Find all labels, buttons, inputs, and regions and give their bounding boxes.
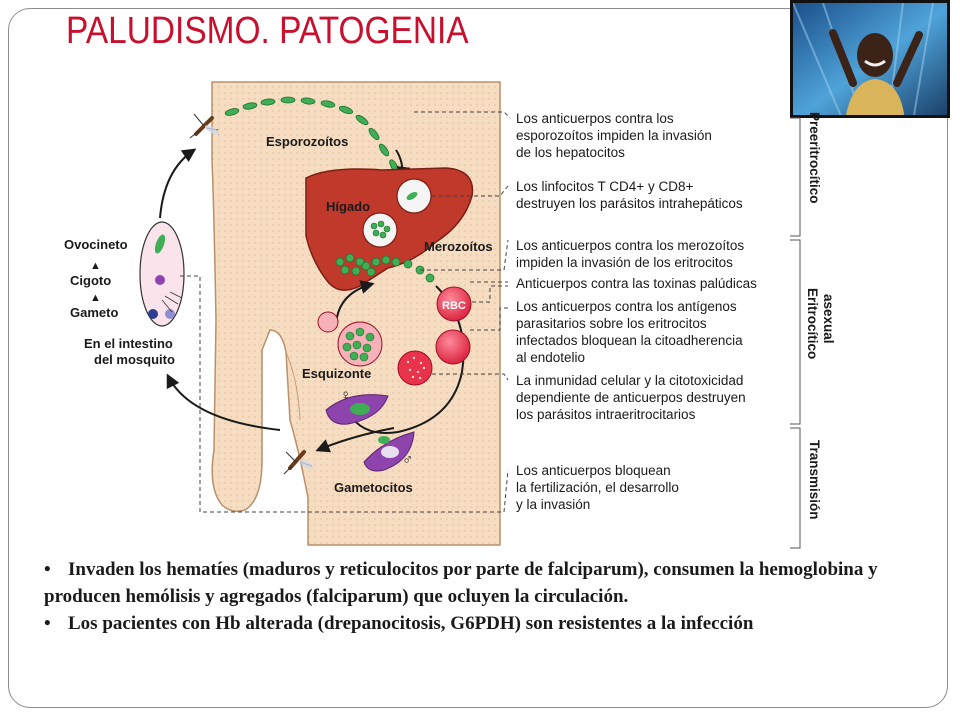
annotation-sporozoite-antibodies: Los anticuerpos contra los esporozoítos …: [516, 111, 712, 160]
svg-text:dependiente de anticuerpos des: dependiente de anticuerpos destruyen: [516, 390, 746, 405]
mosquito-icon: [189, 113, 220, 139]
svg-text:parasitarios sobre los eritroc: parasitarios sobre los eritrocitos: [516, 316, 707, 331]
stage-erythrocytic-2: asexual: [821, 294, 836, 344]
gametocytes-group: ♀ ♂ Gametocitos: [325, 387, 415, 495]
svg-text:Los anticuerpos bloquean: Los anticuerpos bloquean: [516, 463, 671, 478]
svg-text:los parásitos intraeritrocitar: los parásitos intraeritrocitarios: [516, 407, 696, 422]
sporozoite-stream: [224, 96, 399, 173]
svg-text:esporozoítos impiden la invasi: esporozoítos impiden la invasión: [516, 128, 712, 143]
slide-title: PALUDISMO. PATOGENIA: [66, 10, 469, 52]
mosquito-icon: [283, 450, 314, 475]
svg-text:Los anticuerpos contra los: Los anticuerpos contra los: [516, 111, 674, 126]
svg-text:impiden la invasión de los eri: impiden la invasión de los eritrocitos: [516, 255, 733, 270]
annotation-t-lymphocytes: Los linfocitos T CD4+ y CD8+ destruyen l…: [516, 179, 743, 211]
merozoite-cluster: [335, 253, 435, 283]
child-under-mosquito-net-photo: [790, 0, 950, 118]
male-symbol: ♂: [402, 451, 413, 468]
ookinete-label: Ovocineto: [64, 237, 128, 252]
svg-text:Anticuerpos contra las toxinas: Anticuerpos contra las toxinas palúdicas: [516, 276, 757, 291]
annotation-cytoadherence: Los anticuerpos contra los antígenos par…: [516, 299, 743, 365]
annotation-transmission-antibodies: Los anticuerpos bloquean la fertilizació…: [516, 463, 679, 512]
mosquito-gut-stages: Ovocineto ▲ Cigoto ▲ Gameto En el intest…: [64, 221, 185, 367]
stage-erythrocytic-1: Eritrocítico: [805, 288, 820, 359]
liver-label: Hígado: [326, 199, 370, 214]
gametocytes-label: Gametocitos: [334, 480, 413, 495]
mosquito-gut-label-1: En el intestino: [84, 336, 173, 351]
svg-text:▲: ▲: [90, 260, 101, 272]
annotation-toxin-antibodies: Anticuerpos contra las toxinas palúdicas: [516, 276, 757, 291]
bullet-item: •Los pacientes con Hb alterada (drepanoc…: [44, 613, 754, 634]
mosquito-gut-label-2: del mosquito: [94, 352, 175, 367]
svg-text:RBC: RBC: [442, 300, 466, 312]
svg-text:al endotelio: al endotelio: [516, 350, 585, 365]
svg-text:Los anticuerpos contra los ant: Los anticuerpos contra los antígenos: [516, 299, 737, 314]
annotation-cellular-immunity: La inmunidad celular y la citotoxicidad …: [516, 373, 746, 422]
schizont-cell: Esquizonte: [302, 311, 383, 381]
red-blood-cell: RBC: [397, 286, 472, 386]
svg-text:destruyen los parásitos intrah: destruyen los parásitos intrahepáticos: [516, 196, 743, 211]
stage-transmission: Transmisión: [807, 440, 822, 520]
bullet-item: •Invaden los hematíes (maduros y reticul…: [44, 559, 878, 607]
stage-preerythrocytic: Preeritrocítico: [807, 112, 822, 204]
gamete-label: Gameto: [70, 305, 118, 320]
female-symbol: ♀: [340, 387, 351, 404]
sporozoites-label: Esporozoítos: [266, 134, 348, 149]
svg-text:de los hepatocitos: de los hepatocitos: [516, 145, 625, 160]
svg-text:infectados bloquean la citoadh: infectados bloquean la citoadherencia: [516, 333, 743, 348]
slide-frame: [8, 8, 948, 708]
svg-text:y la invasión: y la invasión: [516, 497, 590, 512]
svg-text:la fertilización, el desarroll: la fertilización, el desarrollo: [516, 480, 679, 495]
zygote-label: Cigoto: [70, 273, 111, 288]
svg-text:▲: ▲: [90, 292, 101, 304]
svg-text:La inmunidad celular y la cito: La inmunidad celular y la citotoxicidad: [516, 373, 743, 388]
bullet-list: •Invaden los hematíes (maduros y reticul…: [44, 556, 944, 637]
svg-text:Los linfocitos T CD4+ y CD8+: Los linfocitos T CD4+ y CD8+: [516, 179, 693, 194]
svg-text:Los anticuerpos contra los mer: Los anticuerpos contra los merozoítos: [516, 238, 744, 253]
merozoites-label: Merozoítos: [424, 239, 493, 254]
annotation-merozoite-antibodies: Los anticuerpos contra los merozoítos im…: [516, 238, 744, 270]
stage-brackets: [790, 117, 801, 549]
schizont-label: Esquizonte: [302, 366, 371, 381]
dashed-connectors: [180, 111, 511, 513]
